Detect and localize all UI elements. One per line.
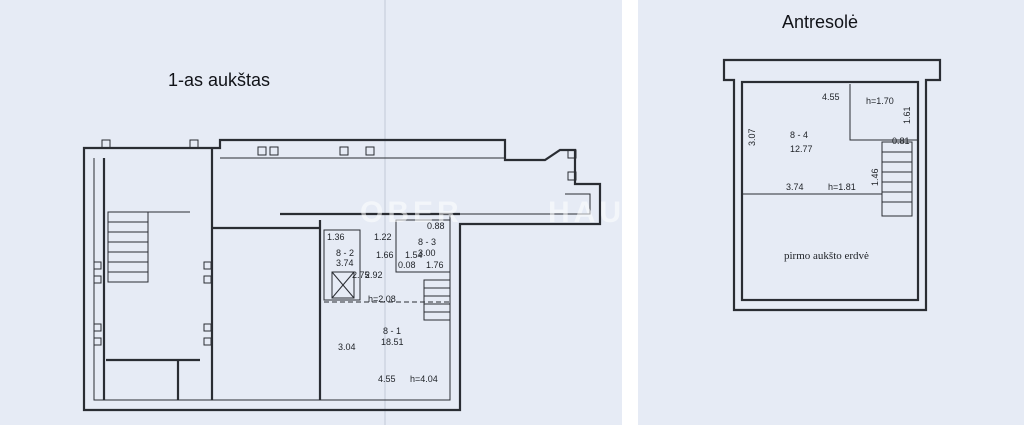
watermark-left: OBER: [360, 196, 463, 229]
inner-wall-offset: [93, 158, 591, 401]
mz-ceiling-height-1-81: h=1.81: [828, 182, 856, 192]
sheet-mezzanine: Antresolė 4.55 h=1.70 3.07 8 - 4 12.77 1…: [638, 0, 1024, 425]
shower-tray: [331, 271, 355, 299]
mezzanine-niche: [849, 84, 918, 141]
room-8-3-area: 3.00: [418, 248, 436, 258]
stair-flight-large: [107, 211, 190, 283]
first-floor-space-label: pirmo aukšto erdvė: [784, 250, 869, 262]
dim-4-55: 4.55: [378, 374, 396, 384]
mz-dim-1-61: 1.61: [902, 106, 912, 124]
shower-cross-2: [331, 271, 355, 299]
first-floor-plan: 1-as aukštas: [82, 0, 622, 425]
mz-dim-3-07: 3.07: [747, 128, 757, 146]
dim-3-04: 3.04: [338, 342, 356, 352]
room-8-1-area: 18.51: [381, 337, 404, 347]
room-8-2-outline: [323, 229, 361, 301]
room-8-3-id: 8 - 3: [418, 237, 436, 247]
mezzanine-plan: Antresolė 4.55 h=1.70 3.07 8 - 4 12.77 1…: [722, 12, 942, 312]
mz-ceiling-height-1-70: h=1.70: [866, 96, 894, 106]
sheet-first-floor: 1-as aukštas: [0, 0, 622, 425]
room-8-1-id: 8 - 1: [383, 326, 401, 336]
dim-1-22: 1.22: [374, 232, 392, 242]
watermark-right: HAUS: [548, 196, 622, 229]
room-8-3-outline: [395, 219, 451, 273]
room-8-2-area: 3.74: [336, 258, 354, 268]
first-floor-title: 1-as aukštas: [168, 70, 270, 90]
mz-dim-4-55: 4.55: [822, 92, 840, 102]
mezzanine-outer-wall: [722, 58, 942, 312]
room-8-4-id: 8 - 4: [790, 130, 808, 140]
dim-1-66: 1.66: [376, 250, 394, 260]
vent-markers: [93, 139, 577, 346]
room-8-4-area: 12.77: [790, 144, 813, 154]
dim-1-76: 1.76: [426, 260, 444, 270]
dim-2-92: 2.92: [365, 270, 383, 280]
mezzanine-staircase: [881, 141, 913, 217]
outer-wall: [82, 138, 602, 412]
dim-1-36: 1.36: [327, 232, 345, 242]
ceiling-height-4-04: h=4.04: [410, 374, 438, 384]
room-8-2-id: 8 - 2: [336, 248, 354, 258]
stair-flight-small: [423, 279, 451, 321]
mz-dim-0-81: 0.81: [892, 136, 910, 146]
mezzanine-title: Antresolė: [782, 12, 858, 32]
dim-2-75: 2.75: [352, 270, 370, 280]
dim-0-08: 0.08: [398, 260, 416, 270]
mz-dim-3-74: 3.74: [786, 182, 804, 192]
dim-1-54: 1.54: [405, 250, 423, 260]
mz-dim-1-46: 1.46: [870, 168, 880, 186]
ceiling-height-2-08: h=2.08: [368, 294, 396, 304]
dim-0-88: 0.88: [427, 221, 445, 231]
mezzanine-inner-wall: [740, 80, 920, 302]
